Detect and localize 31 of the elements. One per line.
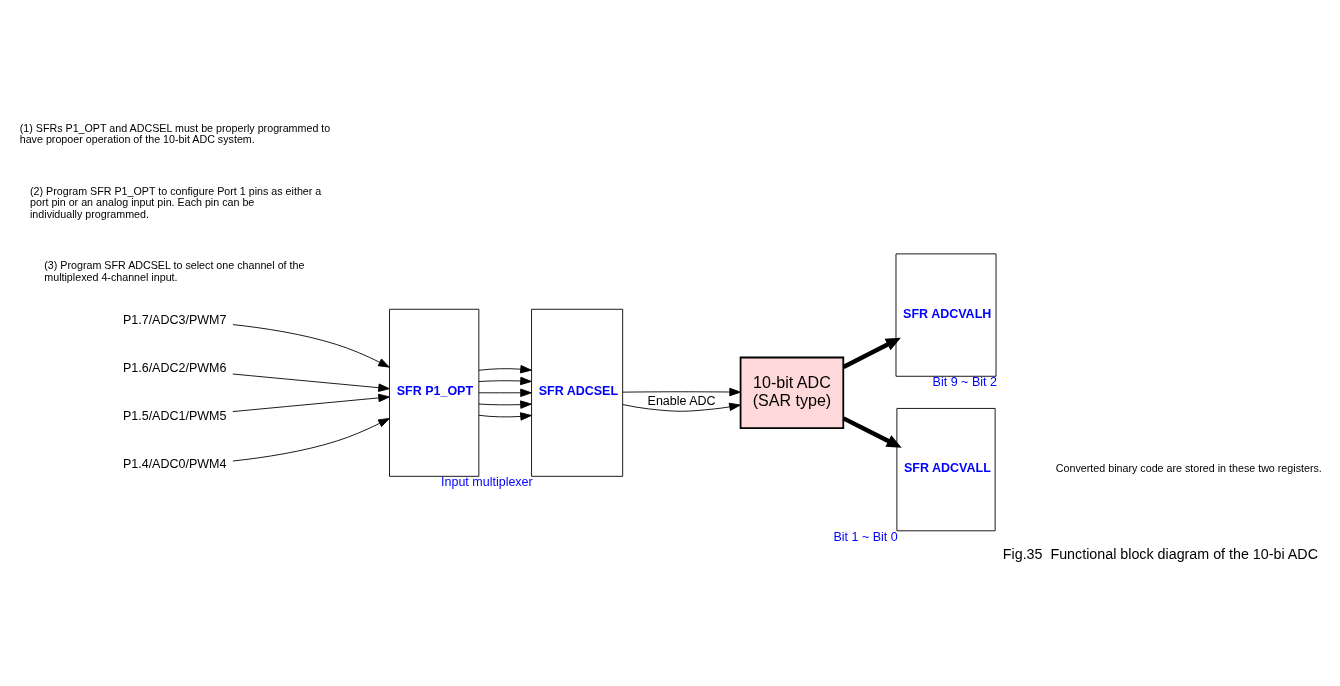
arrow	[622, 402, 741, 412]
label: Converted binary code are stored in these two registers.	[1055, 462, 1322, 475]
node-box: SFR ADCVALH	[895, 253, 997, 377]
edge-label: Enable ADC	[647, 394, 716, 409]
node-label: Bit 9 ~ Bit 2	[932, 375, 997, 390]
node-box: SFR P1_OPT	[389, 308, 480, 477]
node-text: P1.5/ADC1/PWM5	[122, 409, 227, 424]
node-box: SFR ADCSEL	[531, 308, 624, 477]
node-label: Bit 1 ~ Bit 0	[833, 529, 898, 544]
node-text: P1.7/ADC3/PWM7	[122, 312, 227, 327]
label: (2) Program SFR P1_OPT to configure Port 1 pins as either a port pin or an analog input pin. Each pin can be individually programmed.	[29, 184, 322, 220]
arrow	[232, 417, 390, 462]
arrow	[842, 416, 902, 448]
label: (3) Program SFR ADCSEL to select one channel of the multiplexed 4-channel input.	[44, 259, 305, 283]
arrow	[478, 365, 532, 374]
arrow	[842, 337, 901, 369]
arrow	[478, 400, 532, 409]
caption: Fig.35 Functional block diagram of the 10-bi ADC	[1002, 546, 1318, 563]
node-text: P1.6/ADC2/PWM6	[122, 360, 227, 375]
node-label: Input multiplexer	[441, 475, 533, 490]
arrow	[478, 412, 532, 421]
label: (1) SFRs P1_OPT and ADCSEL must be properly programmed to have propoer operation of the 10-bit ADC system.	[19, 121, 331, 146]
arrow	[478, 388, 532, 397]
arrow	[232, 373, 390, 392]
arrow	[478, 376, 532, 386]
arrow	[232, 393, 390, 412]
node-text: P1.4/ADC0/PWM4	[122, 457, 227, 472]
arrow	[232, 324, 390, 368]
node-box: SFR ADCVALL	[896, 408, 996, 532]
arrow	[622, 387, 741, 397]
node-box: 10-bit ADC (SAR type)	[739, 356, 845, 429]
